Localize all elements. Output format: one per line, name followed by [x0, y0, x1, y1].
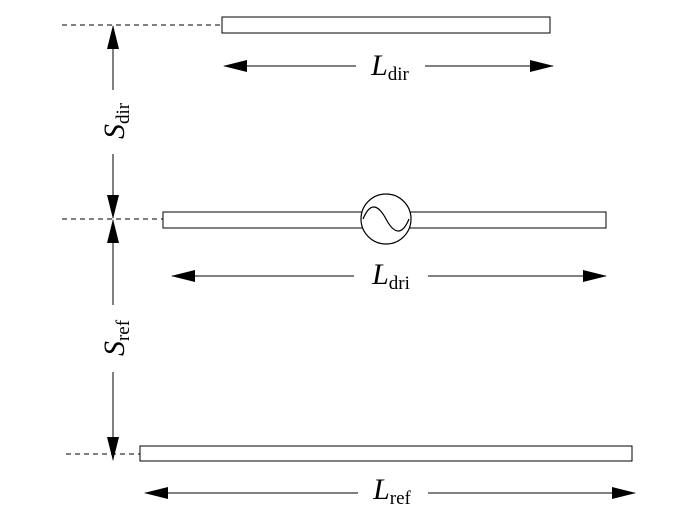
director-spacing-label-sub: dir — [113, 102, 134, 124]
director-length-label: Ldir — [370, 49, 409, 85]
director-length-label-sub: dir — [388, 64, 410, 85]
director-spacing-label-main: S — [98, 124, 131, 139]
driven-length-label-main: L — [371, 258, 389, 291]
director-spacing-dimension: Sdir — [98, 25, 134, 219]
driven-length-label-sub: dri — [389, 273, 410, 294]
reflector-length-dimension: Lref — [144, 473, 636, 509]
driven-length-label: Ldri — [371, 258, 410, 294]
director-spacing-label: Sdir — [98, 102, 134, 139]
reflector-spacing-dimension: Sref — [98, 219, 134, 461]
reflector-spacing-label-main: S — [98, 341, 131, 356]
reflector-spacing-label: Sref — [98, 319, 134, 356]
director-element — [221, 16, 551, 34]
director-length-dimension: Ldir — [223, 49, 554, 85]
reflector-length-label-sub: ref — [390, 488, 412, 509]
ac-source-icon — [360, 193, 412, 245]
reflector-length-label-main: L — [372, 473, 390, 506]
driven-length-dimension: Ldri — [171, 258, 607, 294]
reflector-element — [139, 445, 633, 462]
reflector-length-label: Lref — [372, 473, 411, 509]
reflector-spacing-label-sub: ref — [113, 319, 134, 341]
director-length-label-main: L — [370, 49, 388, 82]
